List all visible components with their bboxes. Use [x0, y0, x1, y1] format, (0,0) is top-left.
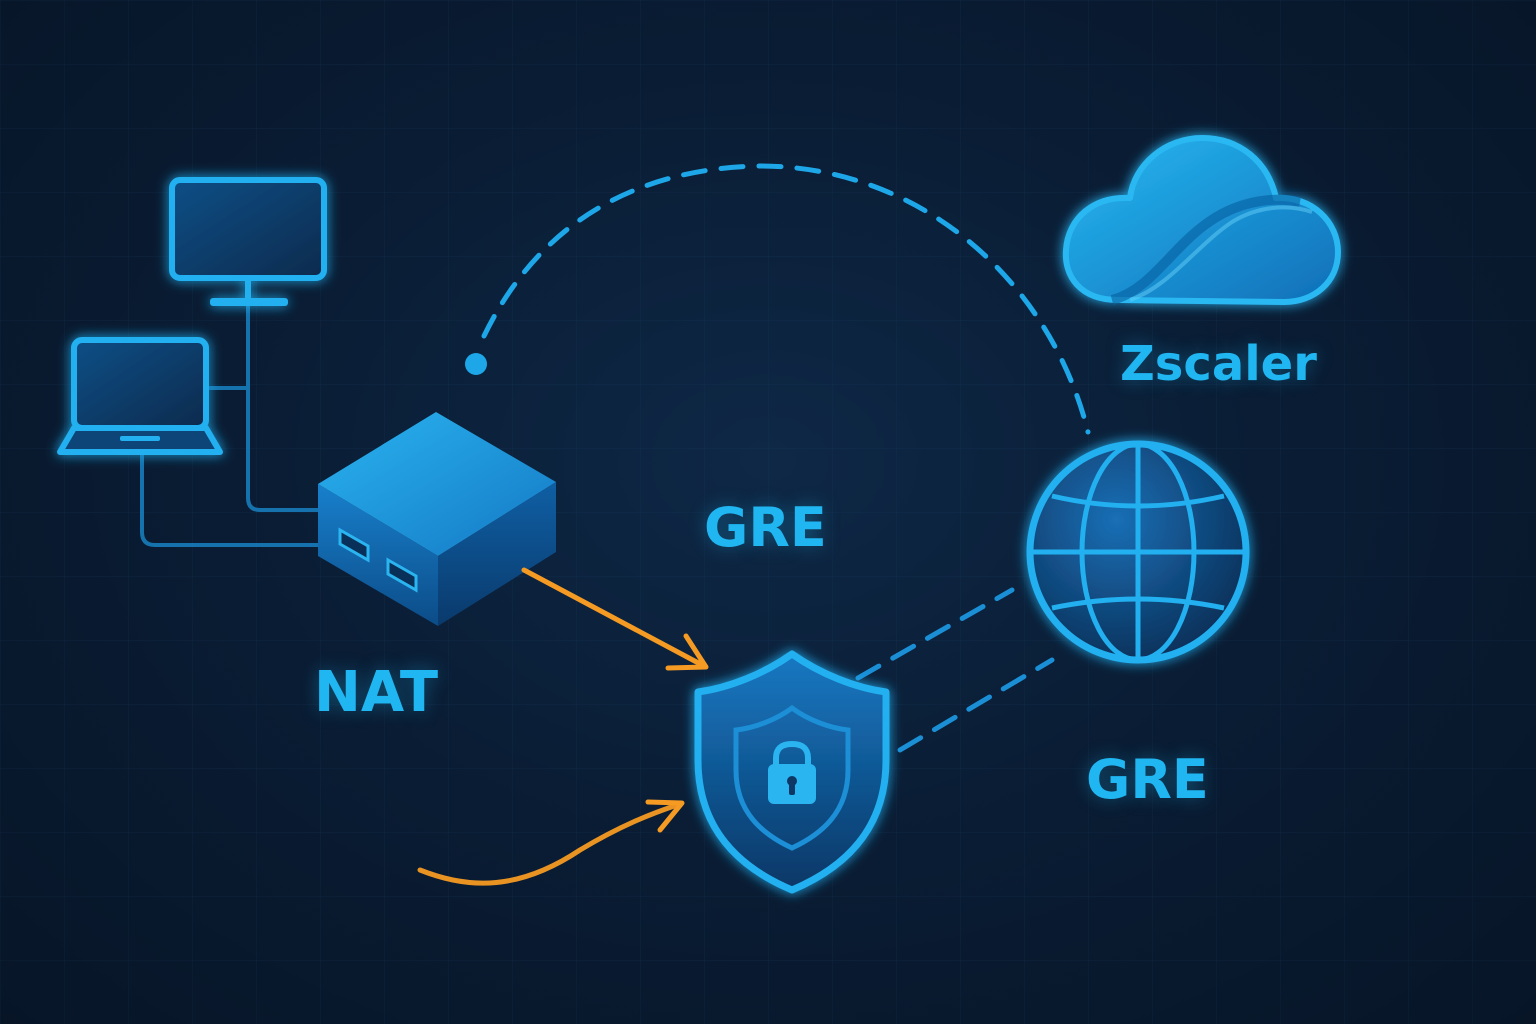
zscaler-label: Zscaler [1120, 336, 1317, 392]
shield-lock-icon [694, 650, 890, 894]
arrowhead-incoming-to-shield [645, 799, 685, 833]
globe-icon [1026, 440, 1250, 664]
desktop-monitor-icon [169, 177, 327, 306]
dashed-arc-connection [481, 163, 1091, 435]
cloud-icon [1062, 135, 1341, 305]
gre-label-top: GRE [704, 496, 827, 559]
router-box-icon [318, 412, 556, 626]
arrow-incoming-to-shield [417, 801, 683, 886]
gre-label-bottom: GRE [1086, 748, 1209, 811]
lock-shackle [773, 740, 811, 766]
arrow-router-to-shield [521, 567, 707, 669]
arrowhead-router-to-shield [665, 633, 709, 671]
gre-tunnel-lines [855, 587, 1055, 753]
nat-label: NAT [314, 660, 439, 725]
laptop-icon [57, 337, 223, 455]
arc-start-dot [465, 353, 487, 375]
device-cables [140, 302, 322, 547]
traffic-arrows [417, 567, 709, 886]
